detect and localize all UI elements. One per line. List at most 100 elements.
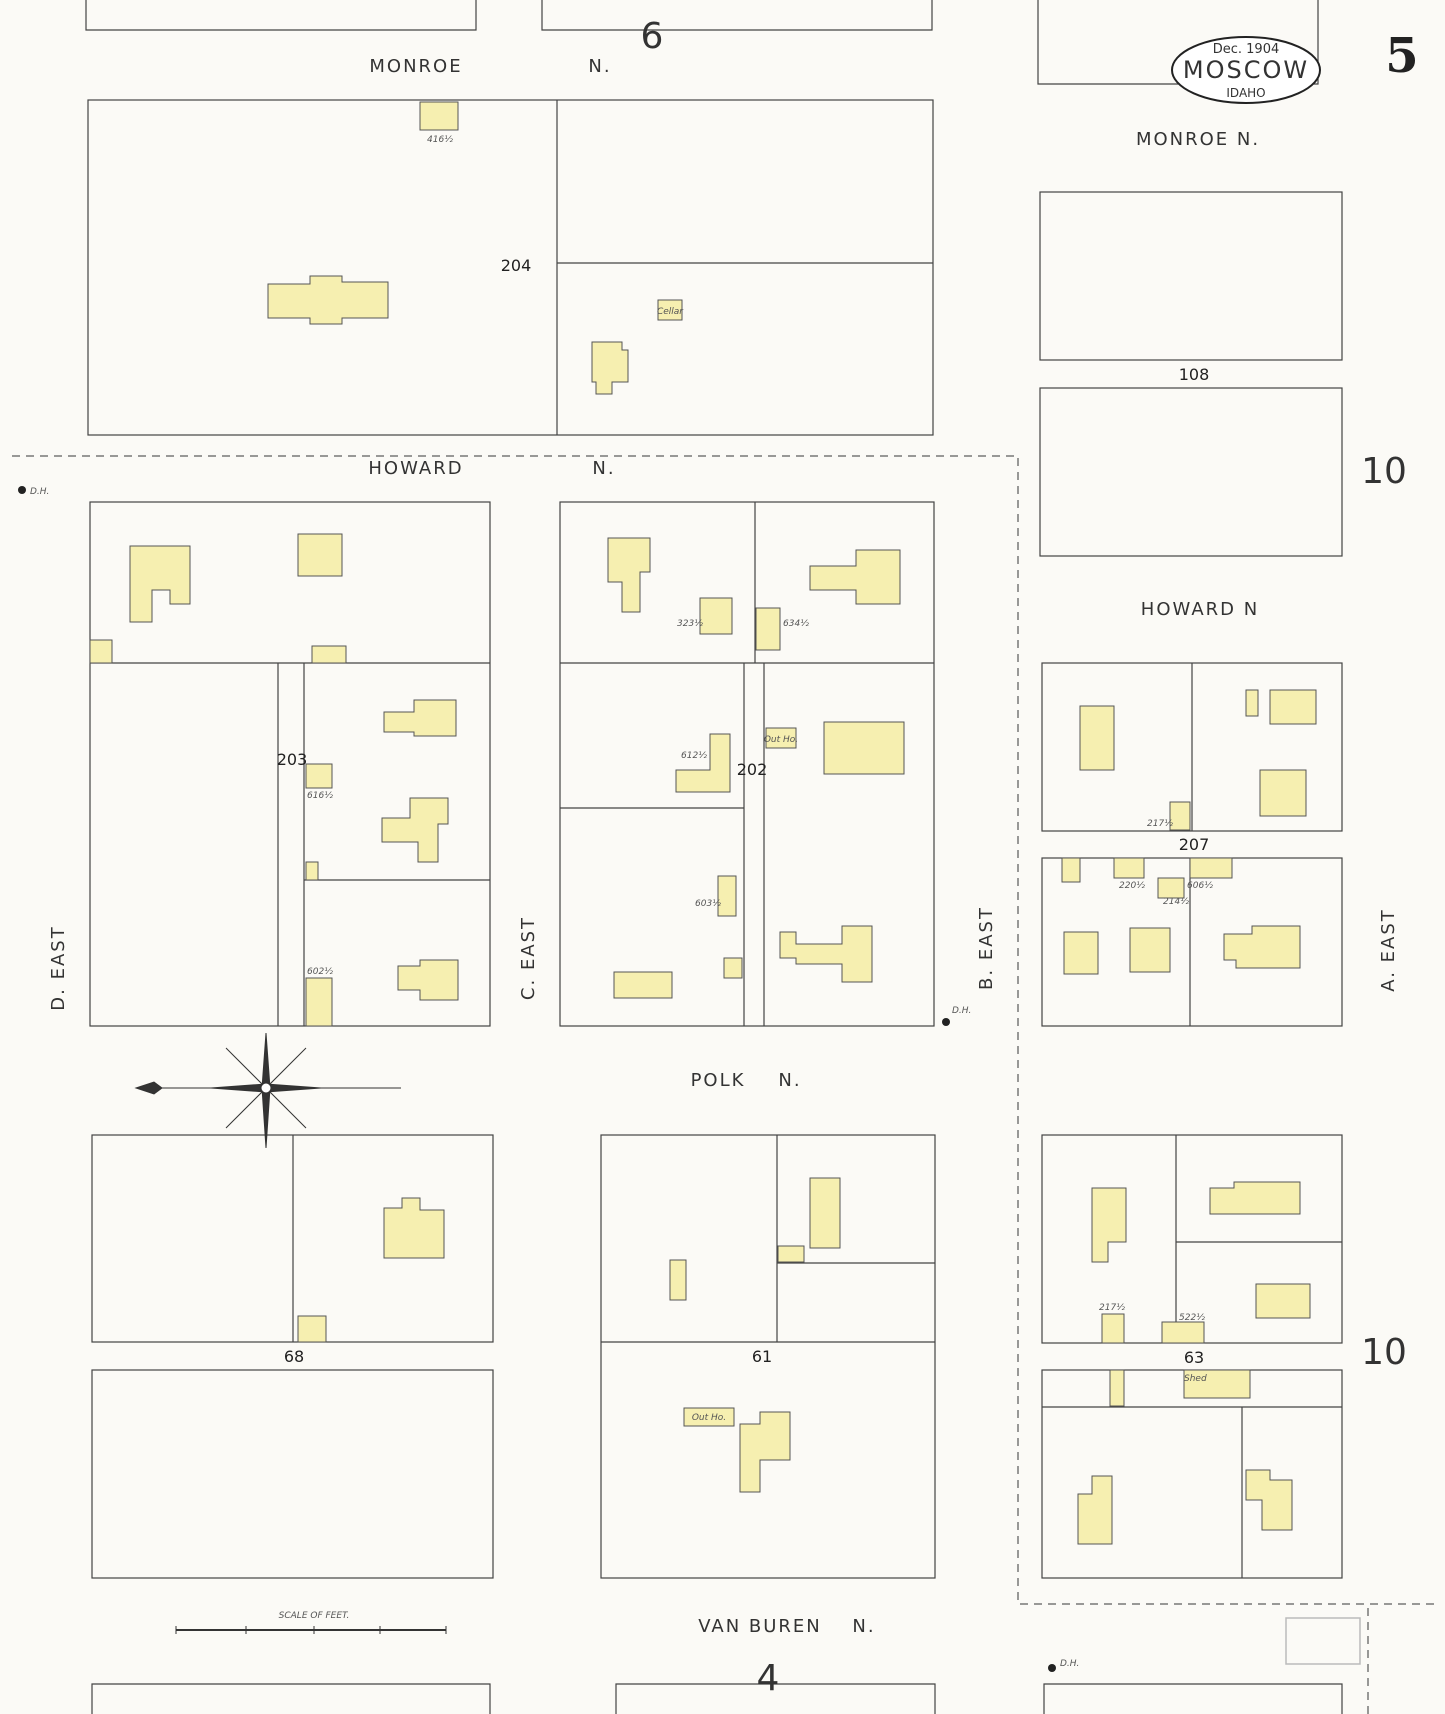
street-d-east: D. EAST — [48, 925, 69, 1010]
building — [823, 721, 905, 775]
cartouche-city: MOSCOW — [1183, 56, 1309, 84]
street-c-east: C. EAST — [518, 916, 539, 1000]
sheet-number: 5 — [1385, 28, 1418, 84]
cartouche-state: IDAHO — [1226, 86, 1265, 100]
building — [1269, 689, 1317, 725]
building — [311, 645, 347, 664]
scale-label: SCALE OF FEET. — [279, 1611, 350, 1621]
label-dh-1: D.H. — [30, 487, 49, 497]
building — [777, 1245, 805, 1263]
building — [1129, 927, 1171, 973]
building — [657, 299, 683, 321]
building — [1077, 1475, 1113, 1545]
building — [739, 1411, 791, 1493]
label-out-ho-2: Out Ho. — [692, 1413, 726, 1423]
cartouche-date: Dec. 1904 — [1213, 42, 1280, 57]
address-217b: 217½ — [1099, 1303, 1125, 1313]
building — [591, 341, 629, 395]
block-number-108: 108 — [1179, 365, 1210, 384]
block-number-204: 204 — [501, 256, 532, 275]
block-number-202: 202 — [737, 760, 768, 779]
library-stamp — [1285, 1617, 1361, 1665]
street-monroe-west: MONROE — [369, 56, 462, 77]
building — [297, 533, 343, 577]
building — [1061, 857, 1081, 883]
building — [1255, 1283, 1311, 1319]
street-howard-west-n: N. — [592, 458, 615, 479]
address-616: 616½ — [307, 791, 333, 801]
building — [675, 733, 731, 793]
building — [383, 1197, 445, 1259]
building — [1161, 1321, 1205, 1344]
address-602: 602½ — [307, 967, 333, 977]
building — [381, 797, 449, 863]
building — [669, 1259, 687, 1301]
adjacent-sheet-east-lower: 10 — [1361, 1332, 1407, 1373]
street-howard-east: HOWARD N — [1141, 599, 1259, 620]
building — [305, 977, 333, 1027]
label-dh-2: D.H. — [952, 1006, 971, 1016]
building — [1209, 1181, 1301, 1215]
building — [1245, 689, 1259, 717]
building — [305, 763, 333, 789]
label-out-ho: Out Ho. — [764, 735, 798, 745]
building — [1079, 705, 1115, 771]
building — [1259, 769, 1307, 817]
building — [1223, 925, 1301, 969]
building — [1245, 1469, 1293, 1531]
building — [755, 607, 781, 651]
building — [383, 699, 457, 737]
building — [129, 545, 191, 623]
building — [1157, 877, 1185, 899]
building — [397, 959, 459, 1001]
building — [1113, 857, 1145, 879]
building — [717, 875, 737, 917]
building — [683, 1407, 735, 1427]
street-polk: POLK — [691, 1070, 746, 1091]
building — [1109, 1369, 1125, 1407]
label-dh-3: D.H. — [1060, 1659, 1079, 1669]
street-howard-west: HOWARD — [368, 458, 463, 479]
building — [1091, 1187, 1127, 1263]
buildings — [89, 101, 1317, 1545]
compass-rose — [134, 1032, 401, 1149]
building — [779, 925, 873, 983]
building — [809, 549, 901, 605]
block-edges-bottom — [91, 1683, 1343, 1714]
building — [297, 1315, 327, 1343]
address-214: 214½ — [1163, 897, 1189, 907]
street-van-buren-n: N. — [852, 1616, 875, 1637]
scale-bar: SCALE OF FEET. — [175, 1611, 447, 1634]
address-522: 522½ — [1179, 1313, 1205, 1323]
address-603: 603½ — [695, 899, 721, 909]
building — [305, 861, 319, 881]
address-217a: 217½ — [1147, 819, 1173, 829]
block-number-68: 68 — [284, 1347, 304, 1366]
adjacent-sheet-east-upper: 10 — [1361, 451, 1407, 492]
address-606: 606½ — [1187, 881, 1213, 891]
address-612: 612½ — [681, 751, 707, 761]
street-monroe-east: MONROE N. — [1136, 129, 1260, 150]
building — [1183, 1369, 1251, 1399]
block-number-203: 203 — [277, 750, 308, 769]
hydrant-markers — [18, 486, 1056, 1672]
building — [699, 597, 733, 635]
label-shed: Shed — [1184, 1374, 1207, 1384]
blocks — [87, 99, 1343, 1579]
building — [267, 275, 389, 325]
building — [809, 1177, 841, 1249]
block-number-207: 207 — [1179, 835, 1210, 854]
building — [1189, 857, 1233, 879]
street-a-east: A. EAST — [1378, 908, 1399, 992]
block-number-61: 61 — [752, 1347, 772, 1366]
label-cellar: Cellar — [657, 307, 684, 317]
building — [613, 971, 673, 999]
address-220: 220½ — [1119, 881, 1145, 891]
building — [89, 639, 113, 664]
street-b-east: B. EAST — [976, 906, 997, 990]
street-monroe-west-n: N. — [588, 56, 611, 77]
building — [723, 957, 743, 979]
street-polk-n: N. — [778, 1070, 801, 1091]
address-323: 323½ — [677, 619, 703, 629]
